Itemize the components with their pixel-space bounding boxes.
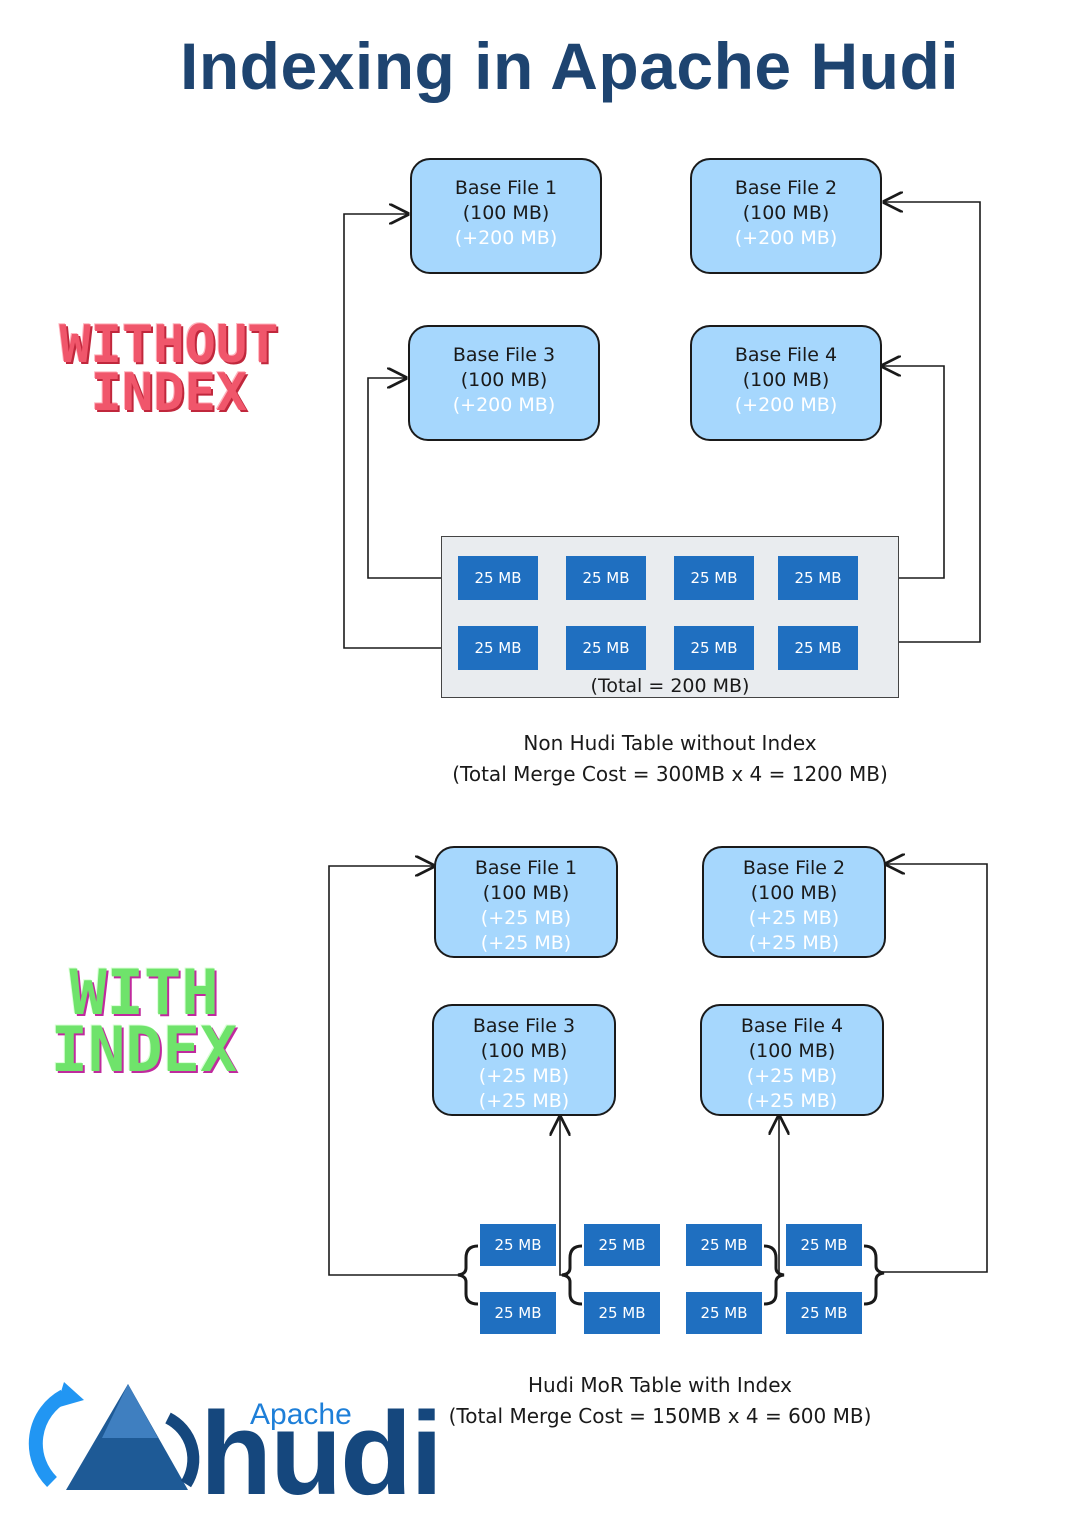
indexed-base-file-1: Base File 1 (100 MB) (+25 MB) (+25 MB) xyxy=(434,846,618,958)
base-file-name: Base File 2 xyxy=(734,177,838,199)
caption-cost: (Total Merge Cost = 150MB x 4 = 600 MB) xyxy=(448,1404,872,1428)
base-file-added-size: (+200 MB) xyxy=(454,227,558,249)
base-file-1: Base File 1 (100 MB) (+200 MB) xyxy=(410,158,602,274)
arrow-to-base-file-3 xyxy=(367,378,441,579)
base-file-added-size: (+25 MB) xyxy=(478,1090,570,1112)
base-file-added-size: (+200 MB) xyxy=(452,394,556,416)
base-file-added-size: (+25 MB) xyxy=(478,1065,570,1087)
base-file-added-size: (+25 MB) xyxy=(748,932,840,954)
update-chunk: 25 MB xyxy=(778,556,858,600)
indexed-base-file-2: Base File 2 (100 MB) (+25 MB) (+25 MB) xyxy=(702,846,886,958)
update-chunk: 25 MB xyxy=(778,626,858,670)
base-file-added-size: (+25 MB) xyxy=(480,907,572,929)
arrow-to-base-file-4 xyxy=(882,366,945,579)
base-file-name: Base File 2 xyxy=(742,857,846,879)
base-file-added-size: (+25 MB) xyxy=(746,1065,838,1087)
hudi-logo-mark xyxy=(28,1382,200,1490)
update-chunk: 25 MB xyxy=(674,626,754,670)
base-file-added-size: (+200 MB) xyxy=(734,394,838,416)
update-chunk: 25 MB xyxy=(584,1224,660,1266)
update-chunk: 25 MB xyxy=(480,1224,556,1266)
base-file-name: Base File 1 xyxy=(474,857,578,879)
base-file-added-size: (+25 MB) xyxy=(748,907,840,929)
arrow-to-base-file-1 xyxy=(343,214,441,649)
base-file-size: (100 MB) xyxy=(480,1040,568,1062)
indexed-base-file-3: Base File 3 (100 MB) (+25 MB) (+25 MB) xyxy=(432,1004,616,1116)
caption-title: Non Hudi Table without Index xyxy=(523,731,817,755)
arrow-to-base-file-2-indexed xyxy=(880,864,988,1273)
update-chunk: 25 MB xyxy=(786,1292,862,1334)
arrow-to-base-file-2 xyxy=(884,202,981,643)
page-title: Indexing in Apache Hudi xyxy=(180,29,960,103)
update-chunk: 25 MB xyxy=(686,1292,762,1334)
update-chunk: 25 MB xyxy=(786,1224,862,1266)
brace-left-2 xyxy=(561,1244,583,1306)
brace-left-1 xyxy=(457,1244,479,1306)
base-file-added-size: (+200 MB) xyxy=(734,227,838,249)
base-file-size: (100 MB) xyxy=(742,369,830,391)
base-file-4: Base File 4 (100 MB) (+200 MB) xyxy=(690,325,882,441)
base-file-size: (100 MB) xyxy=(460,369,548,391)
update-chunk: 25 MB xyxy=(674,556,754,600)
base-file-name: Base File 4 xyxy=(734,344,838,366)
base-file-added-size: (+25 MB) xyxy=(480,932,572,954)
arrow-to-base-file-1-indexed xyxy=(328,866,462,1276)
caption-cost: (Total Merge Cost = 300MB x 4 = 1200 MB) xyxy=(452,762,888,786)
base-file-size: (100 MB) xyxy=(742,202,830,224)
hudi-logo-wordmark: hudi xyxy=(200,1388,443,1520)
without-index-caption: Non Hudi Table without Index (Total Merg… xyxy=(340,728,1000,790)
base-file-name: Base File 4 xyxy=(740,1015,844,1037)
base-file-name: Base File 1 xyxy=(454,177,558,199)
update-chunk: 25 MB xyxy=(480,1292,556,1334)
base-file-size: (100 MB) xyxy=(750,882,838,904)
arrow-to-base-file-3-indexed xyxy=(560,1117,568,1276)
indexed-base-file-4: Base File 4 (100 MB) (+25 MB) (+25 MB) xyxy=(700,1004,884,1116)
tray-total: (Total = 200 MB) xyxy=(590,675,750,697)
arrow-to-base-file-4-indexed xyxy=(779,1116,782,1276)
brace-right-2 xyxy=(863,1244,885,1306)
base-file-size: (100 MB) xyxy=(748,1040,836,1062)
update-chunk: 25 MB xyxy=(686,1224,762,1266)
base-file-added-size: (+25 MB) xyxy=(746,1090,838,1112)
update-chunk: 25 MB xyxy=(566,556,646,600)
brace-right-1 xyxy=(763,1244,785,1306)
caption-title: Hudi MoR Table with Index xyxy=(528,1373,792,1397)
update-batch-tray: 25 MB 25 MB 25 MB 25 MB 25 MB 25 MB 25 M… xyxy=(441,536,899,698)
base-file-size: (100 MB) xyxy=(482,882,570,904)
base-file-size: (100 MB) xyxy=(462,202,550,224)
update-chunk: 25 MB xyxy=(458,626,538,670)
base-file-3: Base File 3 (100 MB) (+200 MB) xyxy=(408,325,600,441)
base-file-name: Base File 3 xyxy=(452,344,556,366)
base-file-2: Base File 2 (100 MB) (+200 MB) xyxy=(690,158,882,274)
apache-logo-wordmark: Apache xyxy=(250,1398,352,1431)
update-chunk: 25 MB xyxy=(458,556,538,600)
update-chunk: 25 MB xyxy=(566,626,646,670)
with-index-caption: Hudi MoR Table with Index (Total Merge C… xyxy=(330,1370,990,1432)
base-file-name: Base File 3 xyxy=(472,1015,576,1037)
update-chunk: 25 MB xyxy=(584,1292,660,1334)
